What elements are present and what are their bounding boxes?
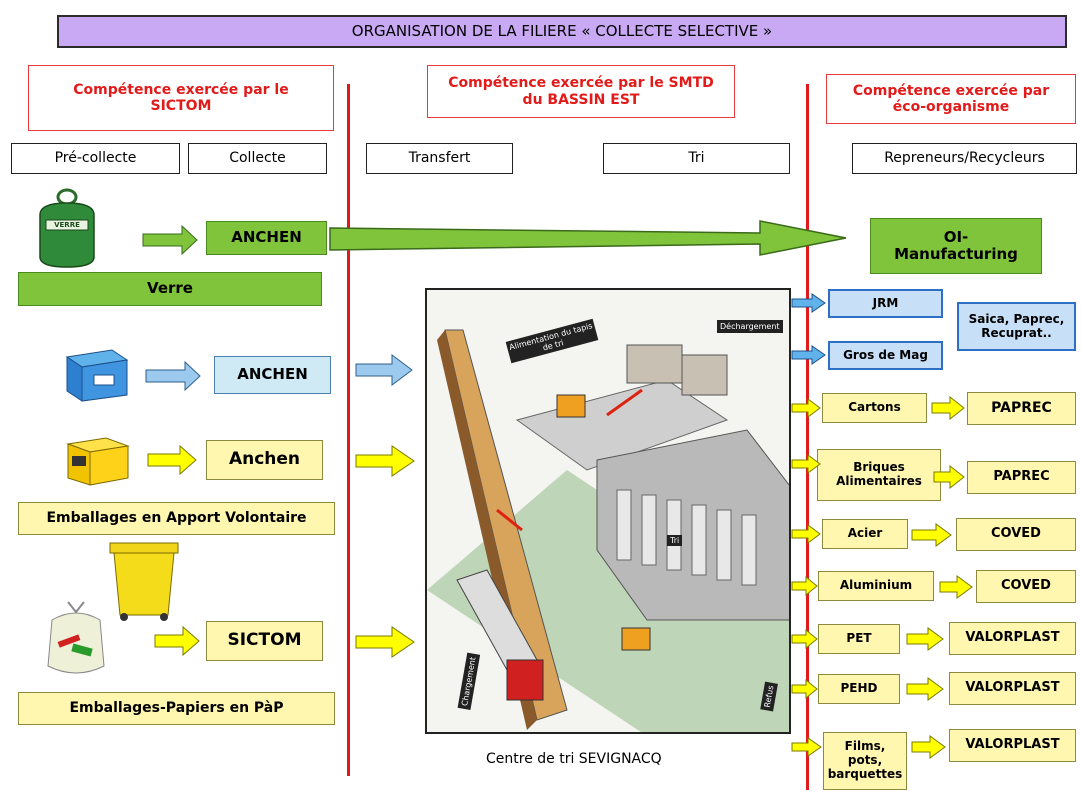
jrm-box: JRM [828,289,943,318]
diagram-title: ORGANISATION DE LA FILIERE « COLLECTE SE… [57,15,1067,48]
stage-transfert: Transfert [366,143,513,174]
arrow-aluminium-to-coved [939,575,973,599]
gros-de-mag-box: Gros de Mag [828,341,943,370]
label-dechargement: Déchargement [717,320,783,333]
arrow-to-briques [791,454,821,474]
emballages-collector-box: Anchen [206,440,323,480]
arrow-to-films [791,737,822,757]
arrow-acier-to-coved [911,523,952,547]
arrow-films-to-valorplast [911,735,946,759]
verre-label-box: Verre [18,272,322,306]
material-acier: Acier [822,519,908,549]
recycler-briques: PAPREC [967,461,1076,494]
stage-pre-collecte: Pré-collecte [11,143,180,174]
arrow-to-pehd [791,678,818,700]
material-aluminium: Aluminium [818,571,934,601]
recycler-films: VALORPLAST [949,729,1076,762]
arrow-papier-to-center [355,354,413,386]
material-films: Films, pots, barquettes [823,732,907,790]
sorting-center-caption: Centre de tri SEVIGNACQ [486,751,662,767]
glass-bin-label: VERRE [54,221,80,229]
arrow-to-aluminium [791,575,818,597]
recycling-bag-icon [42,598,110,678]
arrow-to-acier [791,524,821,544]
oi-manufacturing-box: OI-Manufacturing [870,218,1042,274]
arrow-to-pet [791,628,818,650]
arrow-briques-to-paprec [933,464,965,490]
material-pet: PET [818,624,900,654]
emballages-box-icon [64,430,132,488]
divider-right [806,84,809,790]
emballages-av-label-box: Emballages en Apport Volontaire [18,502,335,535]
recycler-aluminium: COVED [976,570,1076,603]
pap-collector-box: SICTOM [206,621,323,661]
material-cartons: Cartons [822,393,927,423]
arrow-to-cartons [791,398,821,418]
arrow-pap-to-sictom [154,625,200,657]
recycler-cartons: PAPREC [967,392,1076,425]
recycler-pehd: VALORPLAST [949,672,1076,705]
stage-tri: Tri [603,143,790,174]
arrow-emballages-to-anchen [147,444,197,476]
arrow-to-jrm [791,293,826,313]
sorting-center-drawing [427,329,789,732]
verre-collector-box: ANCHEN [206,221,327,255]
arrow-cartons-to-paprec [931,395,965,421]
arrow-pap-to-center [355,626,415,658]
arrow-to-gros-de-mag [791,345,826,365]
material-briques: Briques Alimentaires [817,449,941,501]
glass-bin-icon: VERRE [32,185,102,270]
arrow-emballages-to-center [355,445,415,477]
arrow-verre-to-anchen [142,224,198,256]
arrow-verre-long [329,220,847,256]
sorting-center-illustration: Alimentation du tapis de tri Déchargemen… [425,288,791,734]
stage-collecte: Collecte [188,143,327,174]
paper-container-icon [62,345,132,405]
arrow-pehd-to-valorplast [906,677,944,701]
competence-eco: Compétence exercée par éco-organisme [826,74,1076,124]
arrow-papier-to-anchen [145,360,201,392]
stage-repreneurs: Repreneurs/Recycleurs [852,143,1077,174]
papier-collector-box: ANCHEN [214,356,331,394]
label-tri: Tri [667,535,683,546]
divider-left [347,84,350,776]
recycler-pet: VALORPLAST [949,622,1076,655]
material-pehd: PEHD [818,674,900,704]
paper-recyclers-box: Saica, Paprec, Recuprat.. [957,302,1076,351]
yellow-bin-icon [108,541,180,621]
recycler-acier: COVED [956,518,1076,551]
arrow-pet-to-valorplast [906,627,944,651]
competence-sictom: Compétence exercée par le SICTOM [28,65,334,131]
competence-smtd: Compétence exercée par le SMTD du BASSIN… [427,65,735,118]
pap-label-box: Emballages-Papiers en PàP [18,692,335,725]
